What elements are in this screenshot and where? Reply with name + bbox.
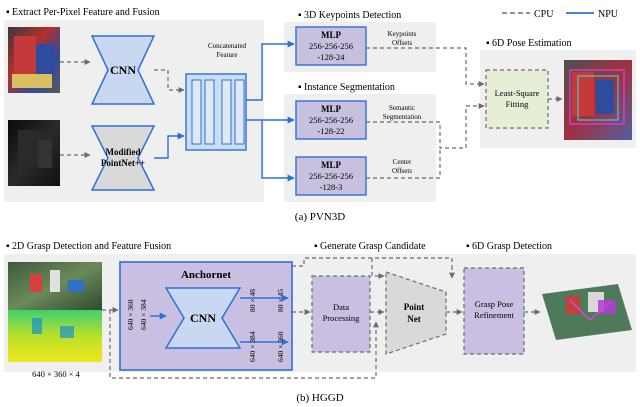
section-instance-title: ▪ Instance Segmentation bbox=[298, 82, 395, 93]
pvn3d-cnn-label: CNN bbox=[110, 63, 136, 77]
arrow-cnn-to-concat bbox=[154, 69, 185, 93]
arrow-keypoints-to-lsf bbox=[366, 47, 485, 87]
arrow-top-route bbox=[292, 257, 453, 267]
pvn3d-caption: (a) PVN3D bbox=[295, 211, 345, 223]
arrow-pointnet-to-concat bbox=[154, 132, 185, 159]
data-processing-label-2: Processing bbox=[323, 313, 361, 323]
arrow-center-to-lsf bbox=[366, 148, 441, 179]
section-keypoints-title: ▪ 3D Keypoints Detection bbox=[298, 10, 401, 21]
output-keypoints-2: Offsets bbox=[392, 39, 412, 47]
grasp-pose-label-2: Refinement bbox=[474, 310, 514, 320]
mlp-keypoints-line2: -128-24 bbox=[318, 52, 346, 62]
section-detection-title: ▪ 2D Grasp Detection and Feature Fusion bbox=[6, 241, 171, 252]
hggd-input-dims: 640 × 360 × 4 bbox=[32, 369, 81, 379]
pvn3d-pointnet-label-2: PointNet++ bbox=[101, 158, 145, 168]
output-center-1: Center bbox=[393, 158, 412, 166]
depth-input-image bbox=[8, 120, 60, 186]
mlp-semantic-title: MLP bbox=[321, 104, 341, 114]
output-keypoints-1: Keypoints bbox=[388, 30, 417, 38]
data-processing-block bbox=[311, 275, 371, 353]
mlp-center-title: MLP bbox=[321, 160, 341, 170]
legend-cpu-label: CPU bbox=[534, 9, 554, 20]
lsf-label-1: Least-Square bbox=[495, 88, 540, 98]
mlp-keypoints-block: MLP 256-256-256 -128-24 bbox=[295, 26, 367, 66]
dim-out-1: 80 × 48 bbox=[248, 289, 257, 312]
section-generate-title: ▪ Generate Grasp Candidate bbox=[314, 241, 426, 252]
hggd-pointnet-label-1: Point bbox=[404, 302, 425, 312]
section-6d-title: ▪ 6D Grasp Detection bbox=[466, 241, 552, 252]
hggd-cnn-label: CNN bbox=[190, 311, 216, 325]
hggd-rgb-input-image bbox=[8, 262, 102, 310]
hggd-pointnet-block bbox=[385, 271, 447, 355]
mlp-center-block: MLP 256-256-256 -128-3 bbox=[295, 156, 367, 196]
arrow-route-to-pointnet bbox=[371, 258, 385, 279]
arrow-concat-to-mlp-keypoints bbox=[246, 40, 295, 101]
hggd-cnn-block bbox=[164, 287, 242, 349]
output-center-2: Offsets bbox=[392, 167, 412, 175]
dim-out-3: 640 × 384 bbox=[248, 331, 257, 362]
concat-label-2: Feature bbox=[217, 51, 238, 59]
anchornet-label: Anchornet bbox=[181, 269, 231, 281]
output-semantic-1: Semantic bbox=[389, 104, 415, 112]
mlp-semantic-line1: 256-256-256 bbox=[309, 115, 353, 125]
mlp-keypoints-title: MLP bbox=[321, 30, 341, 40]
concat-feature-columns bbox=[191, 79, 245, 145]
least-square-fitting-block bbox=[485, 69, 549, 129]
legend-npu-label: NPU bbox=[598, 9, 619, 20]
grasp-pose-label-1: Grasp Pose bbox=[475, 299, 514, 309]
rgb-input-image bbox=[8, 27, 60, 93]
pvn3d-pointnet-label-1: Modified bbox=[106, 147, 141, 157]
dim-out-4: 640 × 360 bbox=[276, 331, 285, 362]
concat-label-1: Concatenated bbox=[208, 42, 247, 50]
grasp-result-image bbox=[542, 284, 632, 340]
data-processing-label-1: Data bbox=[333, 302, 349, 312]
grasp-pose-refinement-block bbox=[463, 267, 525, 355]
pvn3d-cnn-block bbox=[90, 35, 156, 105]
pose-result-image bbox=[564, 60, 632, 140]
arrow-semantic-to-lsf bbox=[366, 103, 485, 149]
mlp-keypoints-line1: 256-256-256 bbox=[309, 41, 353, 51]
hggd-pointnet-label-2: Net bbox=[407, 314, 421, 324]
section-extract-title: ▪ Extract Per-Pixel Feature and Fusion bbox=[6, 7, 160, 18]
mlp-center-line2: -128-3 bbox=[320, 182, 343, 192]
hggd-depth-input-image bbox=[8, 310, 102, 362]
section-pose-title: ▪ 6D Pose Estimation bbox=[486, 38, 572, 49]
lsf-label-2: Fitting bbox=[506, 99, 529, 109]
pvn3d-pointnet-block bbox=[90, 125, 156, 191]
arrow-concat-to-mlp-center bbox=[261, 120, 295, 182]
dim-out-2: 80 × 45 bbox=[276, 289, 285, 312]
mlp-semantic-block: MLP 256-256-256 -128-22 bbox=[295, 100, 367, 140]
mlp-semantic-line2: -128-22 bbox=[318, 126, 345, 136]
dim-in-2: 640 × 384 bbox=[139, 299, 148, 330]
mlp-center-line1: 256-256-256 bbox=[309, 171, 353, 181]
output-semantic-2: Segmentation bbox=[383, 113, 422, 121]
dim-in-1: 640 × 360 bbox=[126, 299, 135, 330]
hggd-caption: (b) HGGD bbox=[296, 392, 343, 404]
